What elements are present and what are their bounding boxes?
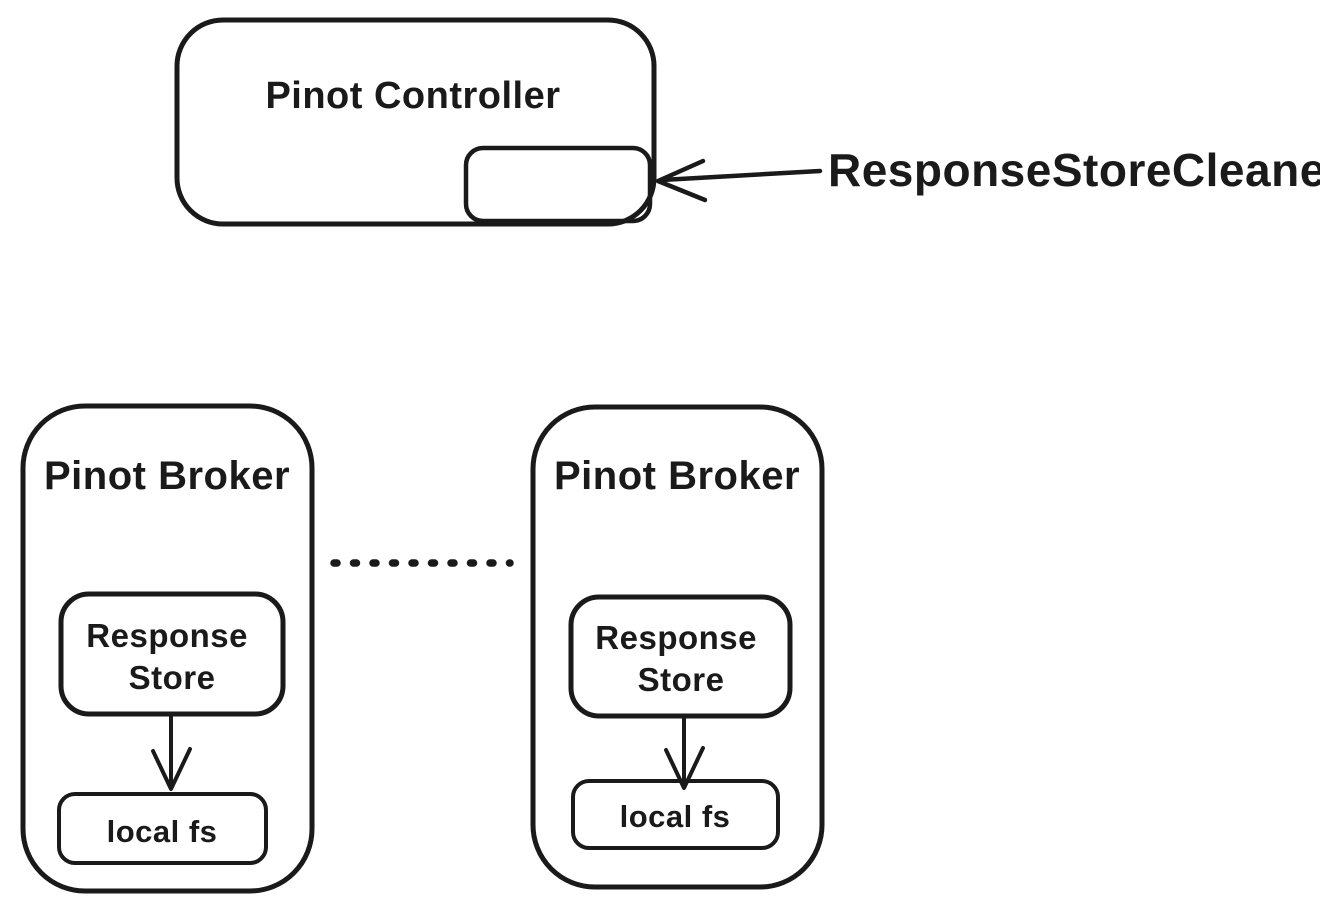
pinot-broker-label: Pinot Broker [44, 454, 290, 498]
response-store-label-line1: Response [595, 619, 757, 656]
pinot-controller-label: Pinot Controller [265, 75, 560, 117]
local-fs-label: local fs [620, 799, 731, 834]
response-store-label-line2: Store [638, 661, 725, 698]
pinot-broker-label: Pinot Broker [554, 454, 800, 498]
local-fs-box [57, 792, 268, 865]
pinot-controller-group: Pinot Controller [174, 17, 657, 227]
pinot-broker-box [530, 404, 825, 890]
cleaner-annotation-group: ResponseStoreCleaner [655, 144, 1320, 203]
response-store-box [568, 594, 793, 719]
cleaner-label: ResponseStoreCleaner [828, 144, 1320, 196]
pinot-controller-box [174, 17, 657, 227]
pinot-broker-right-group: Pinot Broker Response Store local fs [530, 404, 825, 890]
local-fs-label: local fs [107, 814, 218, 849]
response-store-label-line2: Store [129, 659, 216, 696]
response-store-label: Response Store [595, 619, 766, 698]
response-store-label-line1: Response [86, 617, 248, 654]
cleaner-arrow-shaft [659, 168, 823, 183]
response-store-box [58, 591, 286, 717]
response-store-cleaner-box [463, 145, 653, 224]
pinot-broker-box [20, 403, 315, 894]
response-store-label: Response Store [86, 617, 257, 696]
cleaner-arrowhead-icon [655, 158, 708, 203]
pinot-broker-left-group: Pinot Broker Response Store local fs [20, 403, 315, 894]
store-to-fs-arrowhead-icon [664, 746, 705, 790]
store-to-fs-arrowhead-icon [151, 747, 192, 791]
local-fs-box [571, 779, 780, 850]
